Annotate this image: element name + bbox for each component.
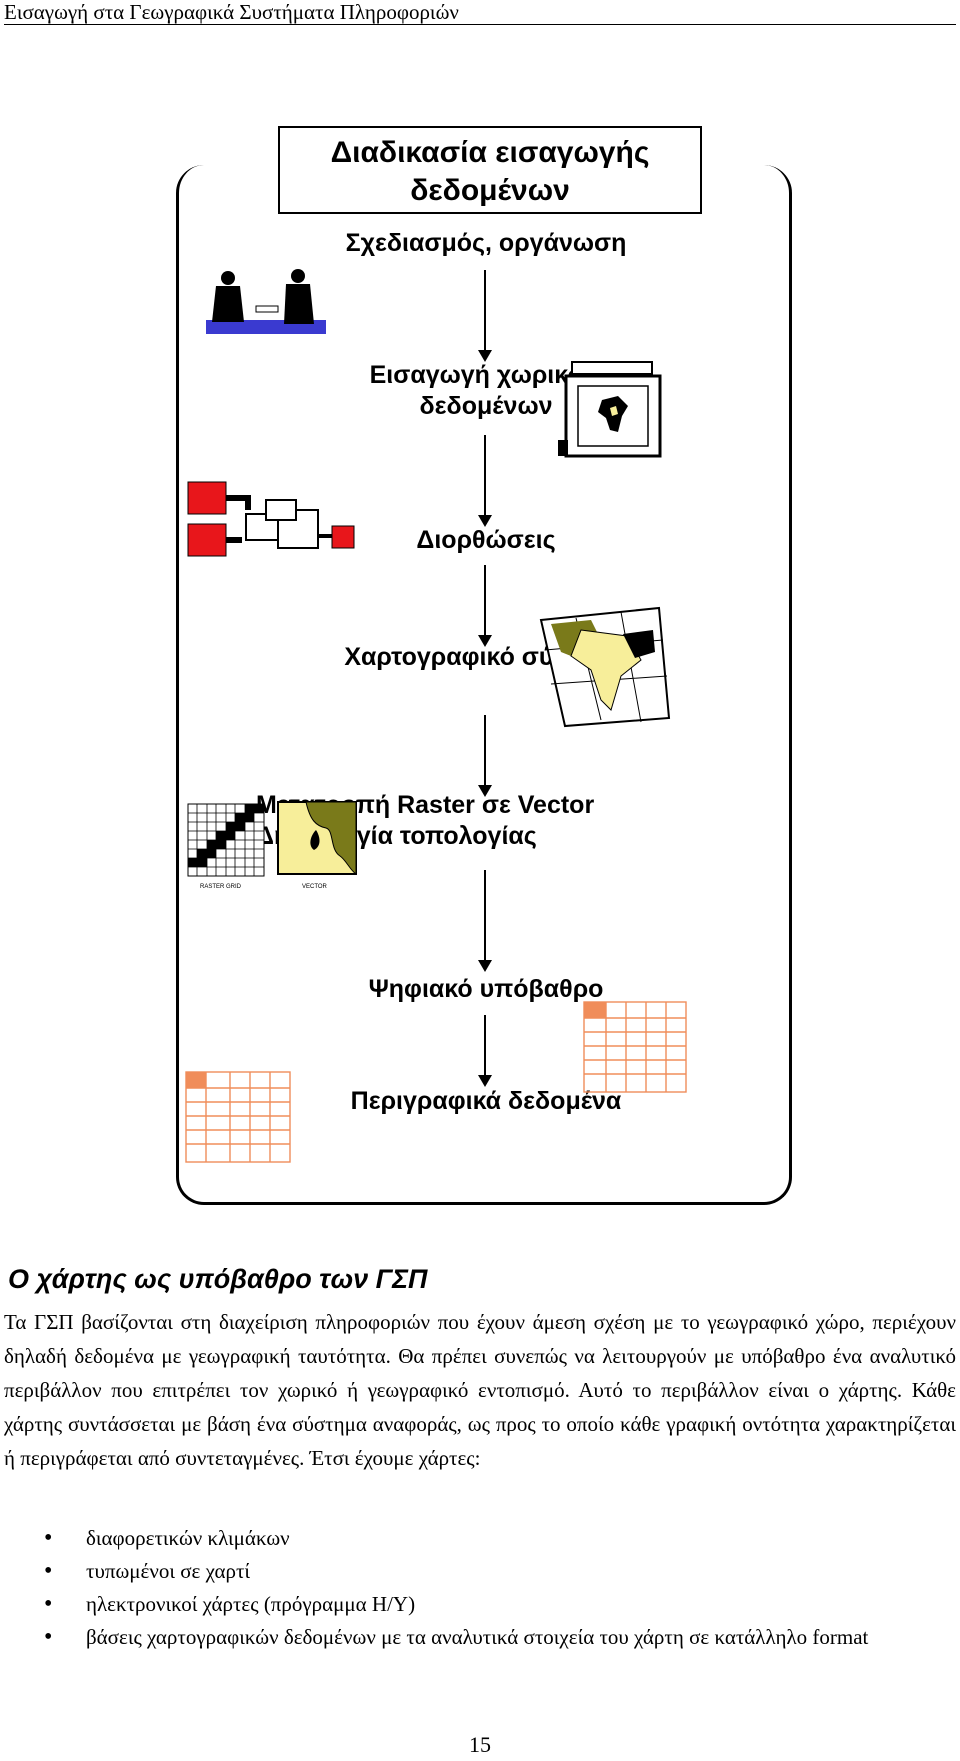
flow-arrow-1: [478, 270, 492, 362]
data-input-process-diagram: Διαδικασία εισαγωγής δεδομένων Σχεδιασμό…: [176, 110, 796, 1220]
svg-text:RASTER GRID: RASTER GRID: [200, 884, 242, 890]
running-header: Εισαγωγή στα Γεωγραφικά Συστήματα Πληροφ…: [4, 0, 956, 25]
flow-arrow-5: [478, 870, 492, 972]
step-spatial-input: Εισαγωγή χωρικών δεδομένων: [369, 361, 603, 420]
attribute-table-icon-right: [583, 1001, 687, 1093]
flow-arrow-2: [478, 435, 492, 527]
attribute-table-icon-left: [185, 1071, 291, 1163]
list-item: τυπωμένοι σε χαρτί: [44, 1555, 960, 1588]
flow-arrow-6: [478, 1015, 492, 1087]
list-item: ηλεκτρονικοί χάρτες (πρόγραμμα Η/Υ): [44, 1588, 960, 1621]
people-meeting-icon: [206, 269, 326, 334]
flow-arrow-4: [478, 715, 492, 797]
section-paragraph: Τα ΓΣΠ βασίζονται στη διαχείριση πληροφο…: [4, 1310, 956, 1470]
page-number: 15: [469, 1732, 491, 1757]
list-item: βάσεις χαρτογραφικών δεδομένων με τα ανα…: [44, 1621, 960, 1654]
section-title: Ο χάρτης ως υπόβαθρο των ΓΣΠ: [8, 1264, 428, 1294]
vector-map-icon: VECTOR: [277, 801, 357, 890]
step-digital-base: Ψηφιακό υπόβαθρο: [368, 975, 604, 1003]
correction-blocks-icon: [187, 481, 355, 557]
digitizer-table-icon: [558, 361, 662, 458]
step-planning: Σχεδιασμός, οργάνωση: [345, 229, 627, 257]
step-attribute-data: Περιγραφικά δεδομένα: [350, 1087, 622, 1115]
raster-grid-icon: RASTER GRID: [187, 803, 265, 890]
diagram-title: Διαδικασία εισαγωγής δεδομένων: [278, 126, 702, 214]
diagram-frame: [176, 165, 792, 1205]
map-types-list: διαφορετικών κλιμάκων τυπωμένοι σε χαρτί…: [44, 1522, 960, 1654]
svg-text:VECTOR: VECTOR: [302, 884, 328, 890]
list-item: διαφορετικών κλιμάκων: [44, 1522, 960, 1555]
projection-map-icon: [539, 606, 671, 728]
step-corrections: Διορθώσεις: [416, 526, 556, 554]
flow-arrow-3: [478, 565, 492, 647]
